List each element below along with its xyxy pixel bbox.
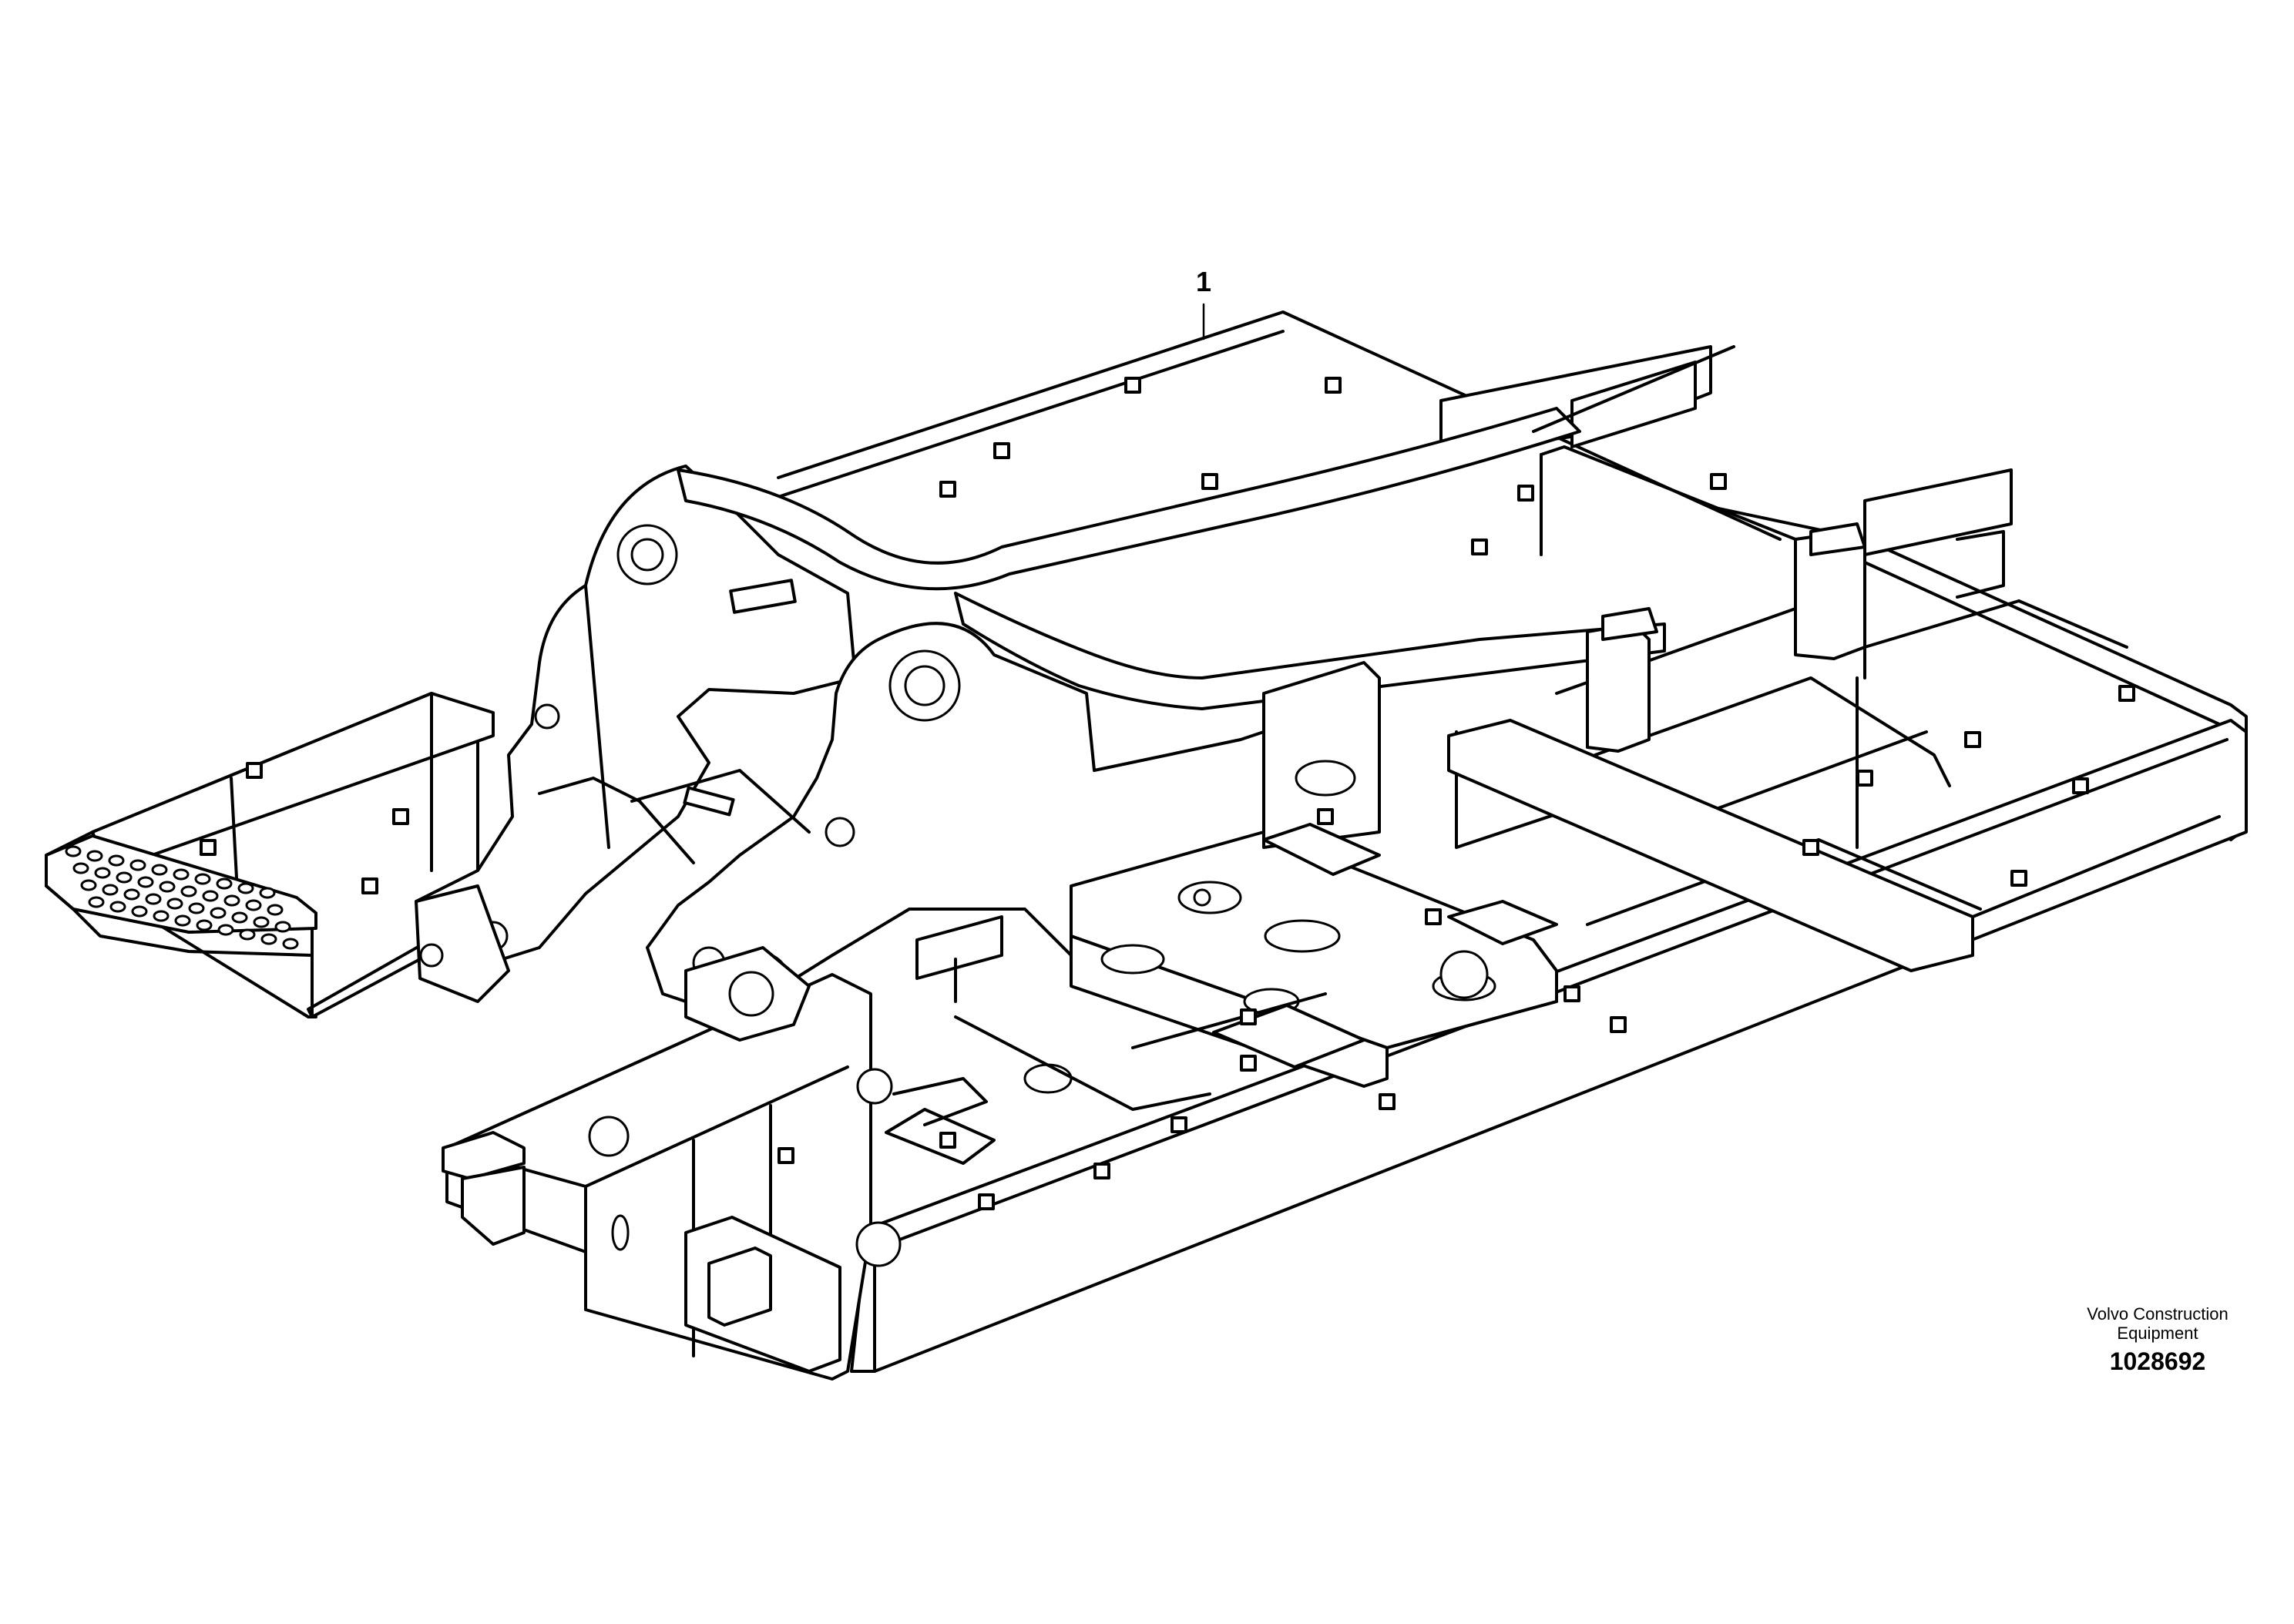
fixing-pad (1379, 1093, 1396, 1110)
fixing-pad (1517, 485, 1534, 502)
fixing-pad (1856, 770, 1873, 787)
fixing-pad (939, 481, 956, 498)
step-hole (274, 921, 291, 933)
step-hole (88, 896, 105, 908)
step-plate-holes (65, 845, 299, 950)
step-hole (108, 854, 125, 867)
fixing-pad (1201, 473, 1218, 490)
step-hole (123, 888, 140, 901)
step-hole (151, 864, 168, 876)
step-hole (217, 924, 234, 936)
fixing-pad (978, 1193, 995, 1210)
rear-right-frame (1262, 661, 2221, 972)
step-hole (196, 919, 213, 931)
callout-label: 1 (1196, 266, 1211, 297)
step-hole (259, 887, 276, 899)
step-hole (216, 877, 233, 890)
drawing-footer: Volvo Construction Equipment 1028692 (2087, 1304, 2228, 1375)
fixing-pad (1325, 377, 1342, 394)
fixing-pad (200, 839, 217, 856)
fixing-pad (778, 1147, 794, 1164)
step-hole (231, 911, 248, 924)
step-hole (166, 898, 183, 910)
step-hole (153, 910, 170, 922)
fixing-pad (1563, 985, 1580, 1002)
fixing-pad (2072, 777, 2089, 794)
step-hole (145, 893, 162, 905)
fixing-pad (1710, 473, 1727, 490)
step-hole (237, 882, 254, 894)
step-hole (131, 905, 148, 918)
step-hole (86, 850, 103, 862)
step-hole (129, 859, 146, 871)
step-hole (245, 899, 262, 911)
fixing-pad (939, 1132, 956, 1149)
fixing-pad (1093, 1163, 1110, 1179)
fixing-pad (1317, 808, 1334, 825)
drawing-number: 1028692 (2110, 1347, 2206, 1375)
step-hole (194, 873, 211, 885)
fixing-pad (2010, 870, 2027, 887)
company-name-line1: Volvo Construction (2087, 1304, 2228, 1324)
step-hole (188, 902, 205, 914)
step-hole (102, 884, 119, 896)
step-hole (80, 879, 97, 891)
step-hole (65, 845, 82, 857)
step-hole (260, 933, 277, 945)
step-hole (282, 938, 299, 950)
fixing-pad (1471, 539, 1488, 555)
step-hole (72, 862, 89, 874)
fixing-pad (1610, 1016, 1627, 1033)
front-left-box (442, 1063, 1073, 1373)
fixing-points (200, 377, 2135, 1210)
step-hole (202, 890, 219, 902)
fixing-pad (1171, 1116, 1187, 1133)
fixing-pad (392, 808, 409, 825)
step-hole (180, 885, 197, 898)
fixing-pad (1802, 839, 1819, 856)
step-hole (159, 881, 176, 893)
fixing-pad (1240, 1008, 1257, 1025)
callout-1: 1 (1196, 266, 1211, 341)
fixing-pad (2118, 685, 2135, 702)
step-hole (239, 928, 256, 941)
step-hole (174, 914, 191, 927)
step-hole (137, 876, 154, 888)
step-hole (253, 916, 270, 928)
step-hole (267, 904, 284, 916)
company-name-line2: Equipment (2117, 1324, 2198, 1343)
step-hole (109, 901, 126, 913)
fixing-pad (993, 442, 1010, 459)
step-hole (223, 894, 240, 907)
fixing-pad (1964, 731, 1981, 748)
step-hole (94, 867, 111, 879)
fixing-pad (1124, 377, 1141, 394)
arch-tube (677, 345, 1866, 753)
fixing-pad (1240, 1055, 1257, 1072)
step-hole (210, 907, 227, 919)
fixing-pad (1425, 908, 1442, 925)
fixing-pad (246, 762, 263, 779)
step-hole (173, 868, 190, 881)
left-step-platform (45, 692, 495, 1018)
fixing-pad (361, 877, 378, 894)
step-hole (116, 871, 133, 884)
